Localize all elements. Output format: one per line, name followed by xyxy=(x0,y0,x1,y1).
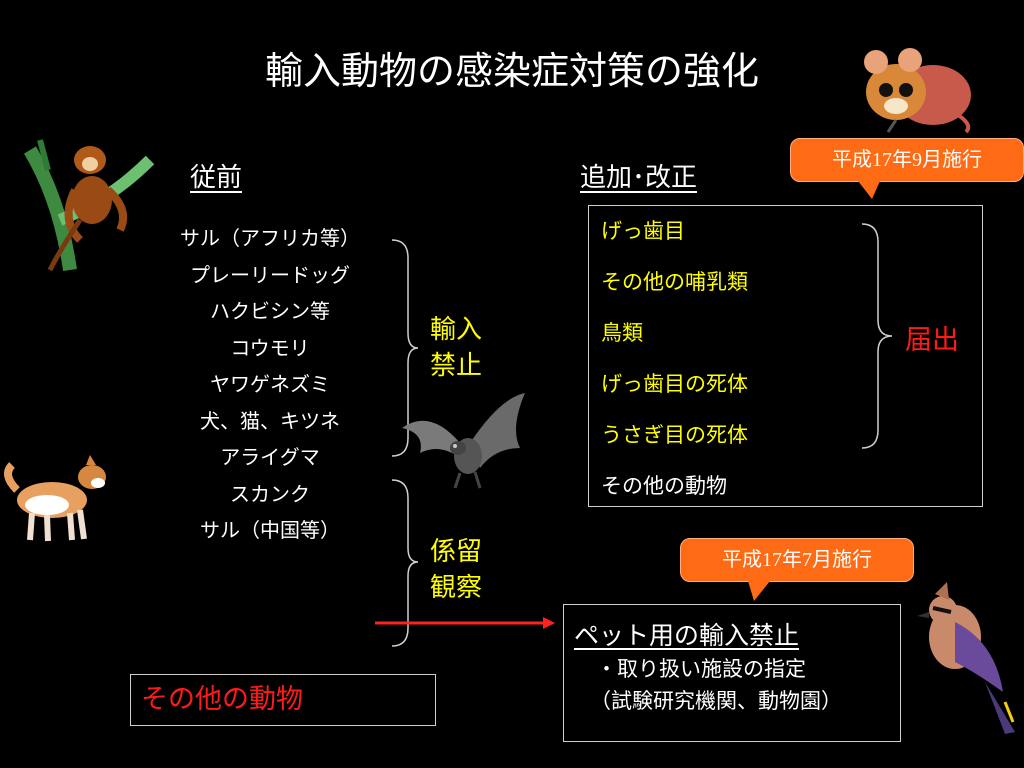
list-item: サル（中国等） xyxy=(200,518,340,542)
notify-bracket xyxy=(861,223,893,449)
previous-header: 従前 xyxy=(190,163,243,193)
bird-icon xyxy=(917,582,1015,734)
bat-icon xyxy=(402,393,525,489)
list-item: 鳥類 xyxy=(601,321,643,345)
ban-bracket xyxy=(391,239,419,457)
list-item: アライグマ xyxy=(220,445,320,469)
list-item: スカンク xyxy=(230,481,310,506)
added-revised-header: 追加･改正 xyxy=(580,163,698,193)
quarantine-bracket xyxy=(391,479,419,647)
list-item: げっ歯目 xyxy=(601,219,685,243)
mouse-icon xyxy=(864,48,971,134)
callout-pointer xyxy=(858,181,880,199)
list-item: その他の動物 xyxy=(601,474,727,498)
list-item: サル（アフリカ等） xyxy=(180,226,360,250)
pet-ban-detail: （試験研究機関、動物園） xyxy=(590,689,842,713)
list-item: プレーリードッグ xyxy=(190,262,350,287)
effective-date-callout: 平成17年7月施行 xyxy=(680,538,914,582)
list-item: その他の哺乳類 xyxy=(601,270,748,294)
notification-label: 届出 xyxy=(905,325,959,356)
effective-date-callout: 平成17年9月施行 xyxy=(790,138,1024,182)
import-ban-label: 輸入 禁止 xyxy=(430,315,483,381)
list-item: ハクビシン等 xyxy=(210,299,330,323)
previous-animal-list: サル（アフリカ等） プレーリードッグ ハクビシン等 コウモリ ヤワゲネズミ 犬、… xyxy=(120,220,420,549)
pet-import-ban-box: ペット用の輸入禁止 ・取り扱い施設の指定 （試験研究機関、動物園） xyxy=(563,604,901,742)
added-items-box: げっ歯目 その他の哺乳類 鳥類 げっ歯目の死体 うさぎ目の死体 その他の動物 xyxy=(588,205,983,507)
list-item: うさぎ目の死体 xyxy=(601,423,748,447)
other-animals-box: その他の動物 xyxy=(130,674,436,726)
pet-ban-detail: ・取り扱い施設の指定 xyxy=(596,657,806,681)
callout-pointer xyxy=(748,581,770,601)
pet-ban-title: ペット用の輸入禁止 xyxy=(574,621,800,650)
monkey-icon xyxy=(23,139,155,272)
list-item: 犬、猫、キツネ xyxy=(200,408,340,433)
list-item: ヤワゲネズミ xyxy=(210,372,330,396)
quarantine-label: 係留 観察 xyxy=(430,537,483,603)
list-item: コウモリ xyxy=(230,335,310,360)
arrow-right-icon xyxy=(375,617,555,629)
slide-title: 輸入動物の感染症対策の強化 xyxy=(264,49,759,93)
dog-icon xyxy=(4,455,106,542)
list-item: げっ歯目の死体 xyxy=(601,372,748,396)
